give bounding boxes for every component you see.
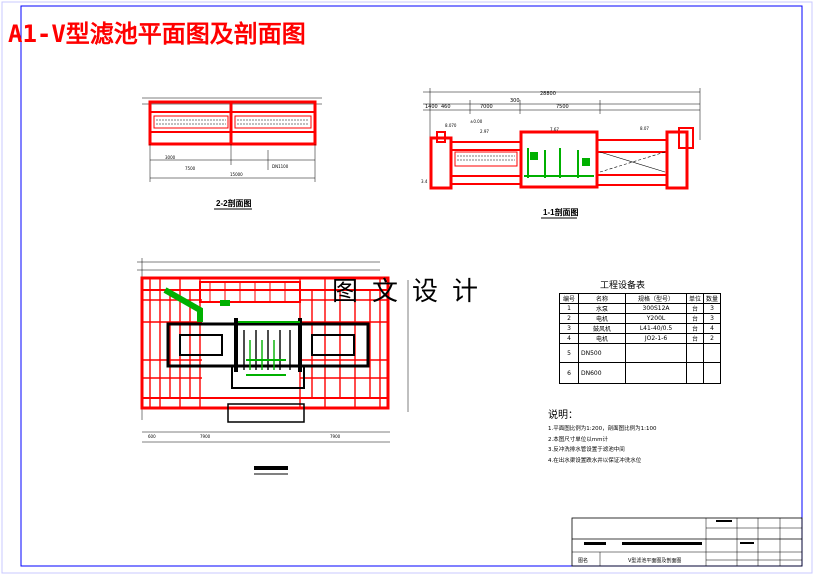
table-cell: DN600 [578,362,626,384]
plan-view-drawing: 600 7900 7900 [137,258,409,443]
table-cell [625,362,687,384]
table-cell [625,343,687,363]
note-item: 2.本图尺寸单位以mm计 [548,436,608,443]
table-cell: Y200L [625,313,687,324]
dim-span-mid: 300 [510,98,520,104]
plan-view-label-box [254,466,288,470]
svg-text:7.67: 7.67 [550,127,559,132]
title-block-drawing-name: V型滤池平面图及剖面图 [628,557,681,564]
table-cell: JO2-1-6 [625,333,687,344]
table-cell: 台 [685,303,705,314]
table-cell [685,362,705,384]
table-cell: 300S12A [625,303,687,314]
equipment-table-title: 工程设备表 [600,281,646,291]
svg-text:8.070: 8.070 [445,123,457,128]
table-row: 1 水泵 300S12A 台 3 [559,303,722,314]
section-1-1-drawing: 8.070 ±0.00 2.97 7.67 8.07 3.4 [421,88,701,190]
dim-left-pair: 1400 [425,104,438,110]
table-row: 3 鼓风机 L41-40/0.5 台 4 [559,323,722,334]
table-cell: 1 [559,303,579,314]
svg-text:600: 600 [148,434,156,439]
table-row: 6 DN600 [559,362,722,384]
table-cell: 3 [559,323,579,334]
table-cell [685,343,705,363]
dim-span-b: 7500 [556,104,569,110]
dim-overall: 28800 [540,91,556,97]
table-header: 数量 [703,293,722,304]
table-cell: 6 [559,362,579,384]
table-cell: 鼓风机 [578,323,626,334]
equipment-table: 编号 名称 规格（型号） 单位 数量 1 水泵 300S12A 台 3 2 电机… [559,293,722,384]
table-cell: 电机 [578,333,626,344]
note-item: 1.平面图比例为1:200，剖面图比例为1:100 [548,426,657,432]
table-cell: 3 [703,303,722,314]
table-cell: 5 [559,343,579,363]
table-cell: 3 [703,313,722,324]
table-header: 单位 [685,293,705,304]
table-cell: 电机 [578,313,626,324]
table-cell [703,362,722,384]
svg-text:7500: 7500 [185,166,196,171]
table-cell: 台 [685,333,705,344]
inner-frame [20,5,803,567]
note-item: 4.在出水渠设置跌水井以保证冲洗水位 [548,457,642,464]
notes-heading: 说明： [548,410,578,421]
section-1-1-label: 1-1剖面图 [543,207,579,217]
table-cell: 4 [703,323,722,334]
svg-text:7900: 7900 [330,434,341,439]
table-header: 规格（型号） [625,293,687,304]
svg-text:7900: 7900 [200,434,211,439]
dim-span-a: 7000 [480,104,493,110]
watermark: 图文设计 [332,277,493,307]
table-cell: 台 [685,323,705,334]
table-cell [703,343,722,363]
dim-left-pair-b: 460 [441,104,451,110]
table-row: 4 电机 JO2-1-6 台 2 [559,333,722,344]
svg-text:3.4: 3.4 [421,179,428,184]
note-item: 3.反冲洗排水管设置于滤池中间 [548,447,625,453]
svg-text:3000: 3000 [165,155,176,160]
svg-text:8.07: 8.07 [640,126,649,131]
table-cell: 4 [559,333,579,344]
table-cell: L41-40/0.5 [625,323,687,334]
notes: 说明： 1.平面图比例为1:200，剖面图比例为1:100 2.本图尺寸单位以m… [548,406,656,466]
svg-text:15000: 15000 [230,172,243,177]
svg-text:DN1100: DN1100 [272,164,289,169]
table-header: 编号 [559,293,579,304]
table-row: 2 电机 Y200L 台 3 [559,313,722,324]
table-header: 名称 [578,293,626,304]
section-2-2-drawing: 3000 7500 15000 DN1100 [142,97,322,182]
sheet-title: A1-V型滤池平面图及剖面图 [8,20,306,48]
table-row: 5 DN500 [559,343,722,363]
table-cell: 台 [685,313,705,324]
svg-text:2.97: 2.97 [480,129,489,134]
table-cell: 水泵 [578,303,626,314]
table-cell: DN500 [578,343,626,363]
table-cell: 2 [559,313,579,324]
table-cell: 2 [703,333,722,344]
svg-text:±0.00: ±0.00 [470,119,483,124]
section-2-2-label: 2-2剖面图 [216,198,252,208]
title-block [571,517,803,567]
table-header-row: 编号 名称 规格（型号） 单位 数量 [559,293,722,304]
title-block-label: 图名 [578,557,588,564]
